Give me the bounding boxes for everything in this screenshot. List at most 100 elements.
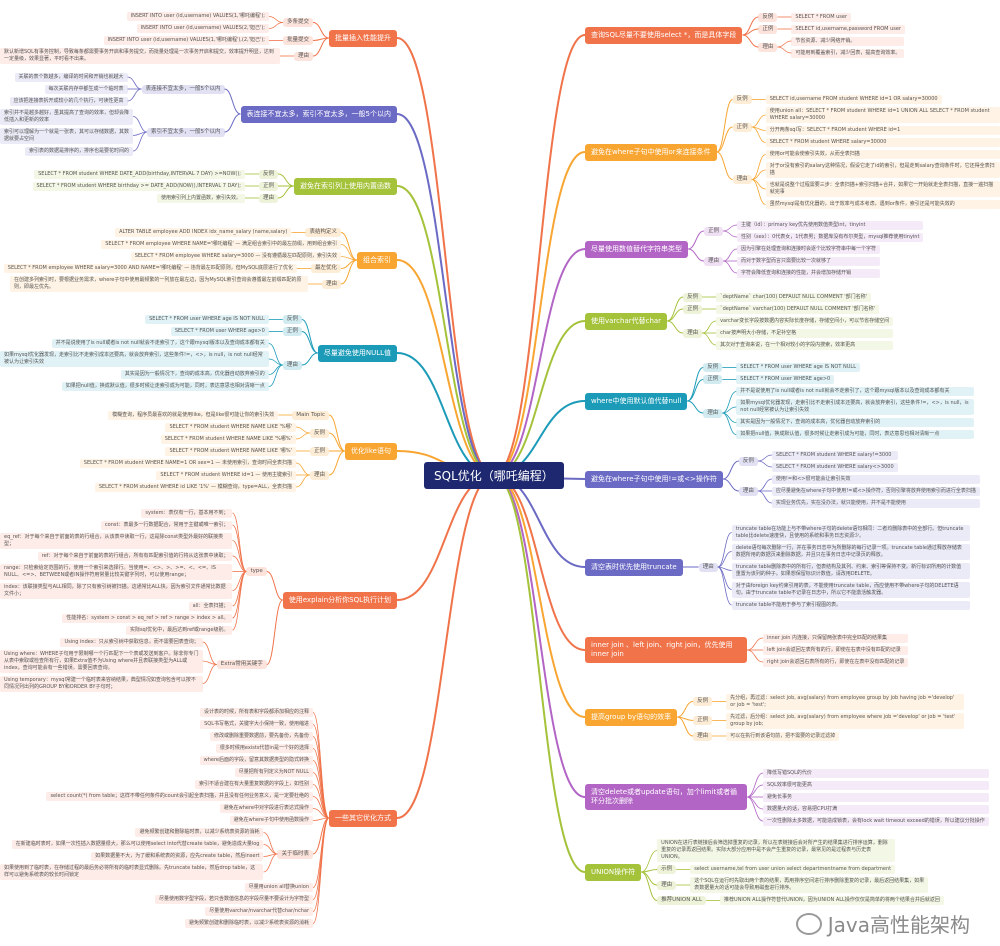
subtopic-label[interactable]: 正例 <box>309 446 329 456</box>
leaf-note[interactable]: 其次对于查询来说，在一个相对较小的字段内搜索，效率更高 <box>716 340 894 350</box>
leaf-note[interactable]: SELECT * FROM user WHERE age>0 <box>170 327 269 336</box>
leaf-note[interactable]: SELECT * FROM employee WHERE salary=3000… <box>130 252 341 261</box>
leaf-note[interactable]: 降低写错SQL的代价 <box>763 768 989 778</box>
branch-topic[interactable]: 优化like语句 <box>344 442 397 460</box>
leaf-note[interactable]: 先分组，再过滤：select job, avg(salary) from emp… <box>726 693 965 710</box>
leaf-note[interactable]: 避免频繁创建和删除临时表，以减少系统表资源的消耗 <box>135 828 264 837</box>
leaf-note[interactable]: 索引表的数据是排序的，排序也是要花时间的 <box>25 146 134 156</box>
branch-topic[interactable]: 尽量避免使用NULL值 <box>317 344 397 362</box>
leaf-note[interactable]: index：该联接类型与ALL相同，除了只有索引树被扫描。这通常比ALL快，因为… <box>0 582 233 599</box>
leaf-note[interactable]: SELECT * FROM student WHERE id=1 — 使用主键索… <box>156 470 296 480</box>
central-topic[interactable]: SQL优化（哪吒编程） <box>424 462 564 489</box>
leaf-note[interactable]: SELECT * FROM user <box>791 12 852 22</box>
leaf-note[interactable]: SELECT * FROM employee WHERE salary=3000… <box>3 264 297 273</box>
leaf-note[interactable]: 应该把连接表拆开成较小的几个执行，可读性更高 <box>9 96 128 106</box>
branch-topic[interactable]: 表连接不宜太多，索引不宜太多，一般5个以内 <box>240 105 397 123</box>
branch-topic[interactable]: 使用varchar代替char <box>585 312 668 330</box>
leaf-note[interactable]: 性别（sex）：0代表女，1代表男；数据库没有布尔类型，mysql推荐使用tin… <box>737 232 924 242</box>
subtopic-label[interactable]: 推荐UNION ALL <box>657 896 707 905</box>
leaf-note[interactable]: 索引不适合建在有大量重复数据的字段上，如性别 <box>194 780 313 789</box>
subtopic-label[interactable]: 理由 <box>282 360 302 370</box>
leaf-note[interactable]: 修改或删除重要数据前，要先备份，先备份 <box>209 732 313 741</box>
subtopic-label[interactable]: 正例 <box>703 375 723 384</box>
subtopic-label[interactable]: 正例 <box>732 122 752 132</box>
leaf-note[interactable]: Using where：WHERE子句用于限制哪一个行匹配下一个表或发送到客户。… <box>0 649 203 673</box>
subtopic-label[interactable]: Main Topic <box>292 410 329 420</box>
subtopic-label[interactable]: 理由 <box>309 470 329 480</box>
leaf-note[interactable]: ALTER TABLE employee ADD INDEX idx_name_… <box>115 228 292 237</box>
subtopic-label[interactable]: 理由 <box>758 42 778 52</box>
leaf-note[interactable]: INSERT INTO user (id,username) VALUES(2,… <box>136 24 269 33</box>
leaf-note[interactable]: 主键（id）：primary key优先使用数值类型int，tinyint <box>737 220 924 230</box>
leaf-note[interactable]: left join会返回左表所有的行，即使在右表中没有匹配的记录 <box>763 645 909 655</box>
branch-topic[interactable]: 查询SQL尽量不要使用select *，而是具体字段 <box>585 26 743 44</box>
leaf-note[interactable]: SELECT * FROM student WHERE NAME LIKE '%… <box>165 422 296 432</box>
leaf-note[interactable]: all：全表扫描； <box>188 601 233 611</box>
leaf-note[interactable]: 分开两条sql写：SELECT * FROM student WHERE id=… <box>765 126 1000 135</box>
leaf-note[interactable]: 其实是因为一般情况下，查询的成本高，优化器自动放弃索引的 <box>120 370 269 379</box>
leaf-note[interactable]: 对于由foreign key约束引用的表，不能使用truncate table，… <box>731 581 970 598</box>
leaf-note[interactable]: 避免在where子句中使用函数操作 <box>229 816 313 825</box>
leaf-note[interactable]: SELECT * FROM student WHERE NAME LIKE '%… <box>160 434 296 444</box>
leaf-note[interactable]: 字符会降低查询和连接的性能，并会增加存储开销 <box>737 268 881 278</box>
leaf-note[interactable]: SQL效率很可能更高 <box>763 780 989 790</box>
leaf-note[interactable]: INSERT INTO user (id,username) VALUES(1,… <box>126 12 269 21</box>
leaf-note[interactable]: truncate table在功能上与不带where子句的delete语句相同：… <box>731 524 970 541</box>
subtopic-label[interactable]: 反例 <box>683 292 703 302</box>
subtopic-label[interactable]: 反例 <box>309 428 329 438</box>
branch-topic[interactable]: 批量插入性能提升 <box>329 29 397 47</box>
leaf-note[interactable]: select count(*) from table；这样不带任何条件的coun… <box>46 792 313 801</box>
leaf-note[interactable]: UNION在进行表链接后会筛选掉重复的记录，所以在表链接后会对所产生的结果集进行… <box>657 839 896 862</box>
subtopic-label[interactable]: 理由 <box>732 175 752 184</box>
leaf-note[interactable]: 使用union all：SELECT * FROM student WHERE … <box>765 107 1000 123</box>
subtopic-label[interactable]: 正例 <box>758 24 778 34</box>
leaf-note[interactable]: `deptName` char(100) DEFAULT NULL COMMEN… <box>716 292 872 302</box>
branch-topic[interactable]: 使用explain分析你SQL执行计划 <box>282 591 397 609</box>
leaf-note[interactable]: 索引可以理解为一个就是一张表，其可以存储数据，其数据就要占空间 <box>0 127 134 144</box>
leaf-note[interactable]: SELECT * FROM user WHERE age IS NOT NULL <box>145 315 269 324</box>
leaf-note[interactable]: 尽量使用varchar/nvarchar代替char/nchar <box>205 907 313 916</box>
leaf-note[interactable]: system：表仅有一行，基本用不到； <box>141 508 233 518</box>
subtopic-label[interactable]: 反例 <box>738 456 758 466</box>
leaf-note[interactable]: 节省资源、减少网络开销。 <box>791 36 905 46</box>
leaf-note[interactable]: 在创建多列索引时，要根据业务需求，where子句中使用最频繁的一列放在最左边，因… <box>9 276 308 292</box>
leaf-note[interactable]: 模糊查询，程序员最喜欢的就是使用like，但是like很可能让你的索引失效 <box>108 410 279 420</box>
leaf-note[interactable]: 实现业务优先，实在没办法，就只能使用，并不是不能使用 <box>771 498 980 508</box>
leaf-note[interactable]: SELECT * FROM user WHERE age>0 <box>736 375 835 384</box>
leaf-note[interactable]: 每次关联内存中都生成一个临时表 <box>44 84 128 94</box>
leaf-note[interactable]: varchar变长字段按数据内容实际长度存储，存储空间小，可以节省存储空间 <box>716 316 894 326</box>
leaf-note[interactable]: const：表最多一行数据配合，常用于主键或唯一索引； <box>100 520 233 530</box>
leaf-note[interactable]: 默认新增SQL有事务控制，导致每条都需要事务开启和事务提交，而批量处理是一次事务… <box>0 48 280 64</box>
subtopic-label[interactable]: 反例 <box>703 363 723 372</box>
leaf-note[interactable]: 数据量大的话，容易把CPU打满 <box>763 804 989 814</box>
subtopic-label[interactable]: 正例 <box>683 304 703 314</box>
subtopic-label[interactable]: 示例 <box>657 865 677 874</box>
leaf-note[interactable]: 性能排名：system > const > eq_ref > ref > ran… <box>62 613 233 623</box>
leaf-note[interactable]: 可以在执行到该语句前，把不需要的记录过滤掉 <box>726 731 840 741</box>
leaf-note[interactable]: 尽量使用数字型字段，若只含数值信息的字段尽量不要设计为字符型 <box>154 895 313 904</box>
leaf-note[interactable]: 使用!=和<>很可能会让索引失效 <box>771 474 980 484</box>
subtopic-label[interactable]: 理由 <box>693 731 713 741</box>
subtopic-label[interactable]: 反例 <box>732 95 752 104</box>
subtopic-label[interactable]: 理由 <box>683 328 703 338</box>
subtopic-label[interactable]: 理由 <box>258 193 278 203</box>
subtopic-label[interactable]: 理由 <box>293 51 313 61</box>
branch-topic[interactable]: 清空delete或者update语句，加个limit或者循环分批次删除 <box>585 784 747 810</box>
leaf-note[interactable]: 实际sql优化中，最后达到ref或range级别。 <box>125 625 233 635</box>
leaf-note[interactable]: 并不是说使用了is null或者is not null就会不走索引了，这个跟my… <box>736 387 975 396</box>
branch-topic[interactable]: 提高group by语句的效率 <box>585 708 678 726</box>
leaf-note[interactable]: 因为引擎在处理查询和连接时会逐个比较字符串中每一个字符 <box>737 244 881 254</box>
branch-topic[interactable]: 避免在where子句中使用!=或<>操作符 <box>585 470 723 488</box>
leaf-note[interactable]: 这个SQL在运行时先取出两个表的结果，再用排序空间进行排序删除重复的记录，最后返… <box>690 877 929 893</box>
leaf-note[interactable]: SELECT id,username,password FROM user <box>791 24 905 34</box>
leaf-note[interactable]: SELECT * FROM student WHERE salary<>3000 <box>771 462 898 472</box>
leaf-note[interactable]: 推荐UNION ALL操作符替代UNION，因为UNION ALL操作仅仅是简单… <box>720 896 944 905</box>
subtopic-label[interactable]: 反例 <box>693 697 713 706</box>
branch-topic[interactable]: 尽量使用数值替代字符串类型 <box>585 240 688 258</box>
subtopic-label[interactable]: 正例 <box>258 181 278 191</box>
leaf-note[interactable]: SELECT * FROM student WHERE birthday >= … <box>32 181 245 191</box>
leaf-note[interactable]: Using index：只从索引树中获取信息，而不需要回表查询； <box>60 637 203 647</box>
branch-topic[interactable]: UNION操作符 <box>585 863 642 881</box>
branch-topic[interactable]: 避免在where子句中使用or来连接条件 <box>585 143 717 161</box>
leaf-note[interactable]: SQL书写格式，关键字大小保持一致，使用缩进 <box>200 720 313 729</box>
